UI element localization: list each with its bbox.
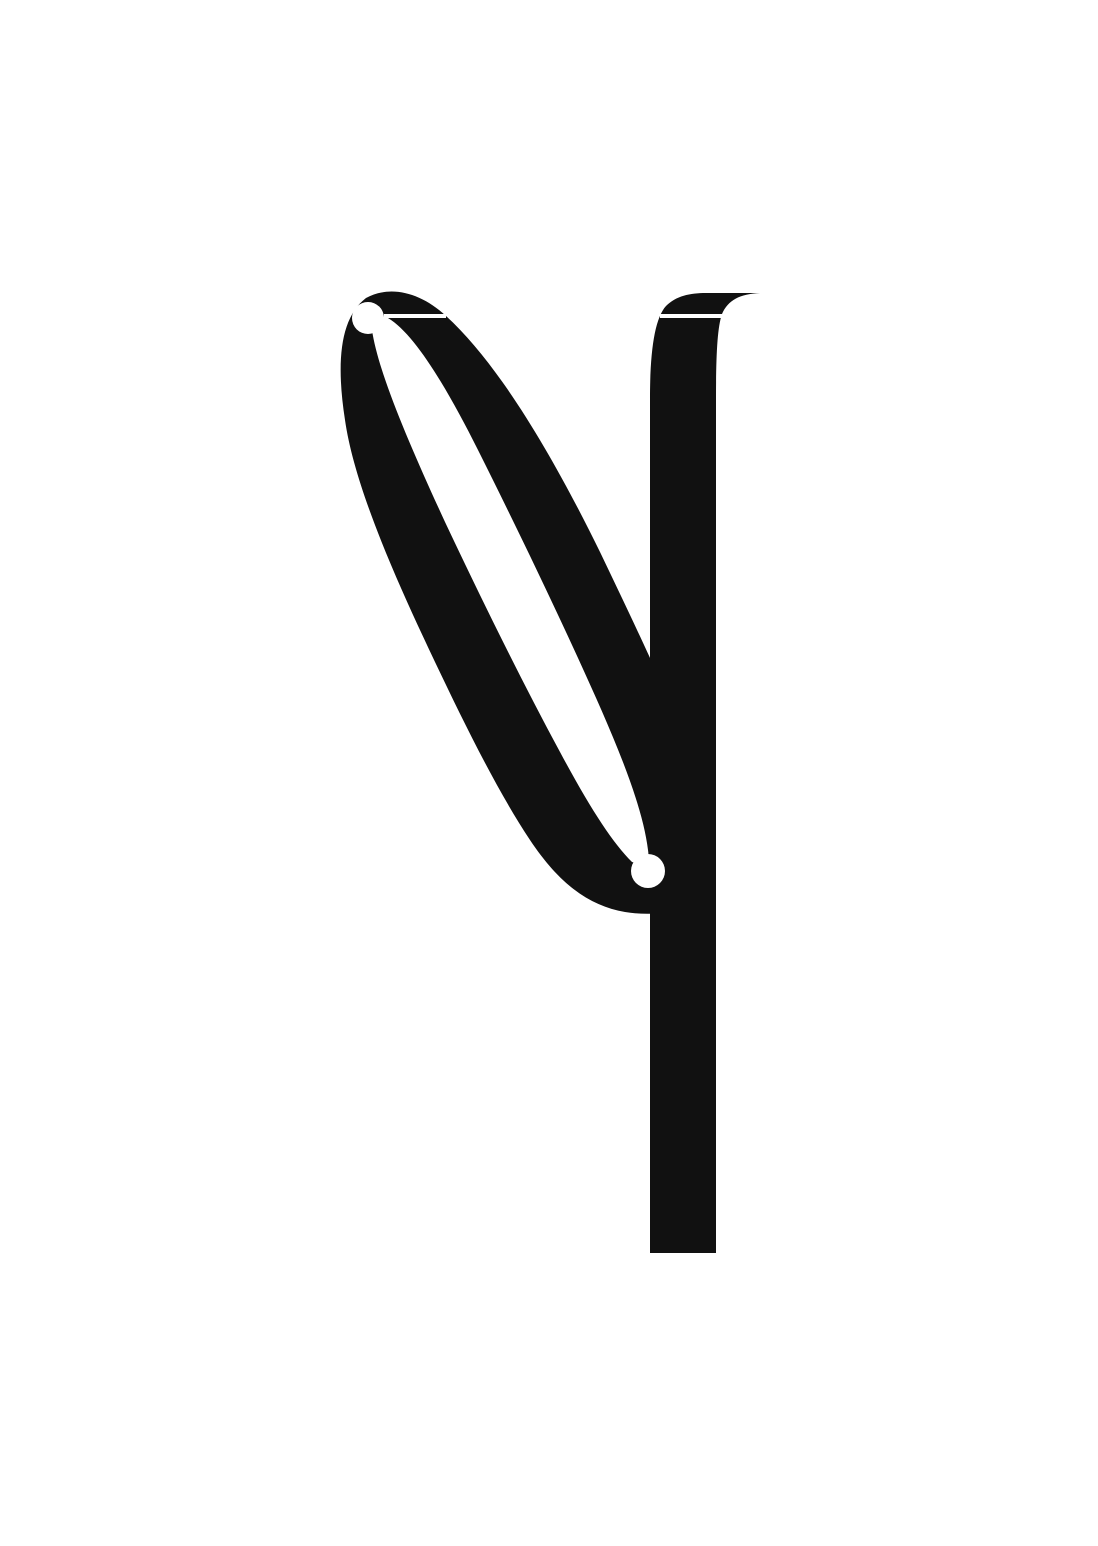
lower-ball-terminal bbox=[631, 854, 665, 888]
glyph-loop-counter bbox=[372, 316, 649, 864]
top-left-hairline bbox=[384, 314, 446, 318]
upper-ball-terminal bbox=[352, 302, 384, 334]
top-right-hairline bbox=[660, 314, 724, 318]
glyph-stem bbox=[650, 293, 760, 1253]
